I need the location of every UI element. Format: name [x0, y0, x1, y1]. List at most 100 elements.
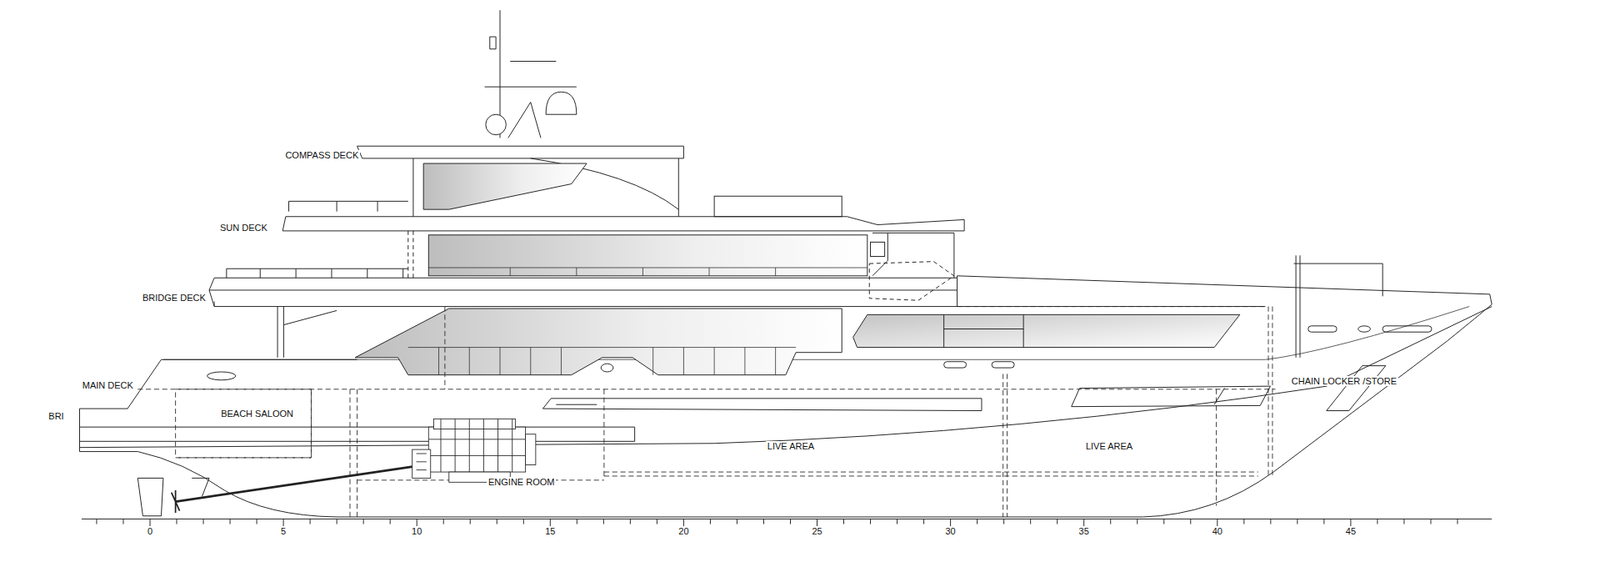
scale-tick: [1163, 518, 1165, 524]
radar-dome: [485, 114, 506, 135]
aft-pillar: [277, 306, 337, 358]
deck-label: SUN DECK: [218, 222, 270, 233]
bridge-deck-edge: [209, 277, 958, 290]
satcom-dome: [545, 91, 577, 115]
scale-tick: [1056, 518, 1058, 524]
deck-label: COMPASS DECK: [283, 150, 360, 160]
deck-label: BRI: [46, 410, 65, 421]
bridge-door: [870, 241, 885, 256]
scale-tick: [1430, 518, 1431, 524]
scale-tick: [256, 518, 258, 524]
compass-deck-roof: [357, 145, 685, 159]
scale-ticks: [96, 518, 1458, 526]
scale-tick: [1030, 518, 1031, 524]
area-label: CHAIN LOCKER /STORE: [1290, 375, 1399, 386]
scale-tick: [976, 518, 978, 524]
scale-number: 10: [410, 525, 424, 536]
scale-number: 5: [279, 525, 288, 536]
engine-detail: [440, 418, 513, 472]
scale-tick: [790, 518, 791, 524]
saloon-bulkhead: [175, 389, 312, 458]
scale-tick: [230, 518, 231, 524]
scale-tick: [763, 518, 765, 524]
scale-number: 40: [1210, 525, 1225, 536]
deck-label: BRIDGE DECK: [140, 292, 208, 303]
scale-tick: [1376, 518, 1378, 524]
engine-head: [433, 418, 515, 429]
mast: [485, 10, 577, 138]
porthole: [1382, 325, 1432, 332]
beach-saloon-outline: [175, 389, 312, 458]
sun-deck-slab: [282, 216, 965, 231]
scale-tick: [1270, 518, 1271, 524]
area-label: BEACH SALOON: [219, 408, 295, 419]
skeg: [191, 477, 210, 496]
bulkhead: [1215, 389, 1217, 506]
chain-locker-hatch: [1326, 365, 1386, 411]
scale-tick: [1243, 518, 1245, 524]
engine-detail: [416, 453, 427, 470]
area-label: LIVE AREA: [765, 440, 816, 451]
scale-tick: [470, 518, 471, 524]
scale-number: 0: [145, 525, 155, 536]
scale-tick: [95, 518, 97, 524]
scale-tick: [1110, 518, 1111, 524]
compass-deck-frame: [413, 158, 679, 217]
sun-deck-console: [714, 195, 842, 217]
rudder: [137, 477, 164, 515]
scale-tick: [656, 518, 658, 524]
scale-tick: [576, 518, 578, 524]
hull-outline: [80, 275, 1493, 517]
scale-baseline: [81, 518, 1492, 520]
bulkhead: [1003, 373, 1008, 517]
forward-window-frame: [944, 314, 1025, 347]
scale-tick: [523, 518, 525, 524]
sun-deck-railing: [289, 200, 409, 211]
scale-tick: [1190, 518, 1191, 524]
bridge-deck-floor: [209, 290, 1265, 307]
window-mullions: [408, 347, 796, 375]
scale-number: 45: [1344, 525, 1358, 536]
scale-tick: [736, 518, 738, 524]
scale-tick: [1403, 518, 1405, 524]
scale-tick: [122, 518, 124, 524]
porthole: [207, 371, 236, 380]
scale-tick: [923, 518, 925, 524]
scale-tick: [336, 518, 338, 524]
scale-tick: [603, 518, 605, 524]
engine-front: [525, 434, 536, 465]
porthole: [600, 363, 614, 372]
scale-number: 30: [943, 525, 957, 536]
bulkhead: [350, 389, 358, 517]
bridge-railing: [226, 268, 409, 278]
main-deck-window: [355, 308, 842, 375]
scale-tick: [203, 518, 205, 524]
sheer-line: [80, 306, 1493, 448]
engine-detail: [428, 439, 525, 456]
scale-number: 25: [810, 525, 824, 536]
engine-block: [428, 426, 525, 472]
forward-window: [853, 314, 1240, 347]
scale-tick: [1457, 518, 1459, 524]
bulkhead: [603, 389, 605, 476]
area-label: ENGINE ROOM: [486, 476, 556, 487]
porthole: [944, 361, 967, 368]
scale-tick: [1296, 518, 1298, 524]
scale-tick: [1003, 518, 1005, 524]
scale-tick: [896, 518, 898, 524]
scale-number: 35: [1077, 525, 1091, 536]
stair: [444, 306, 445, 390]
hull-window: [542, 398, 982, 411]
area-label: LIVE AREA: [1084, 440, 1135, 451]
gearbox: [412, 449, 431, 478]
porthole: [991, 361, 1015, 368]
bridge-deck-window: [428, 235, 868, 276]
scale-tick: [443, 518, 445, 524]
scale-tick: [870, 518, 871, 524]
scale-tick: [496, 518, 498, 524]
scale-number: 15: [543, 525, 557, 536]
bow-mast: [1294, 255, 1384, 358]
scale-tick: [710, 518, 711, 524]
